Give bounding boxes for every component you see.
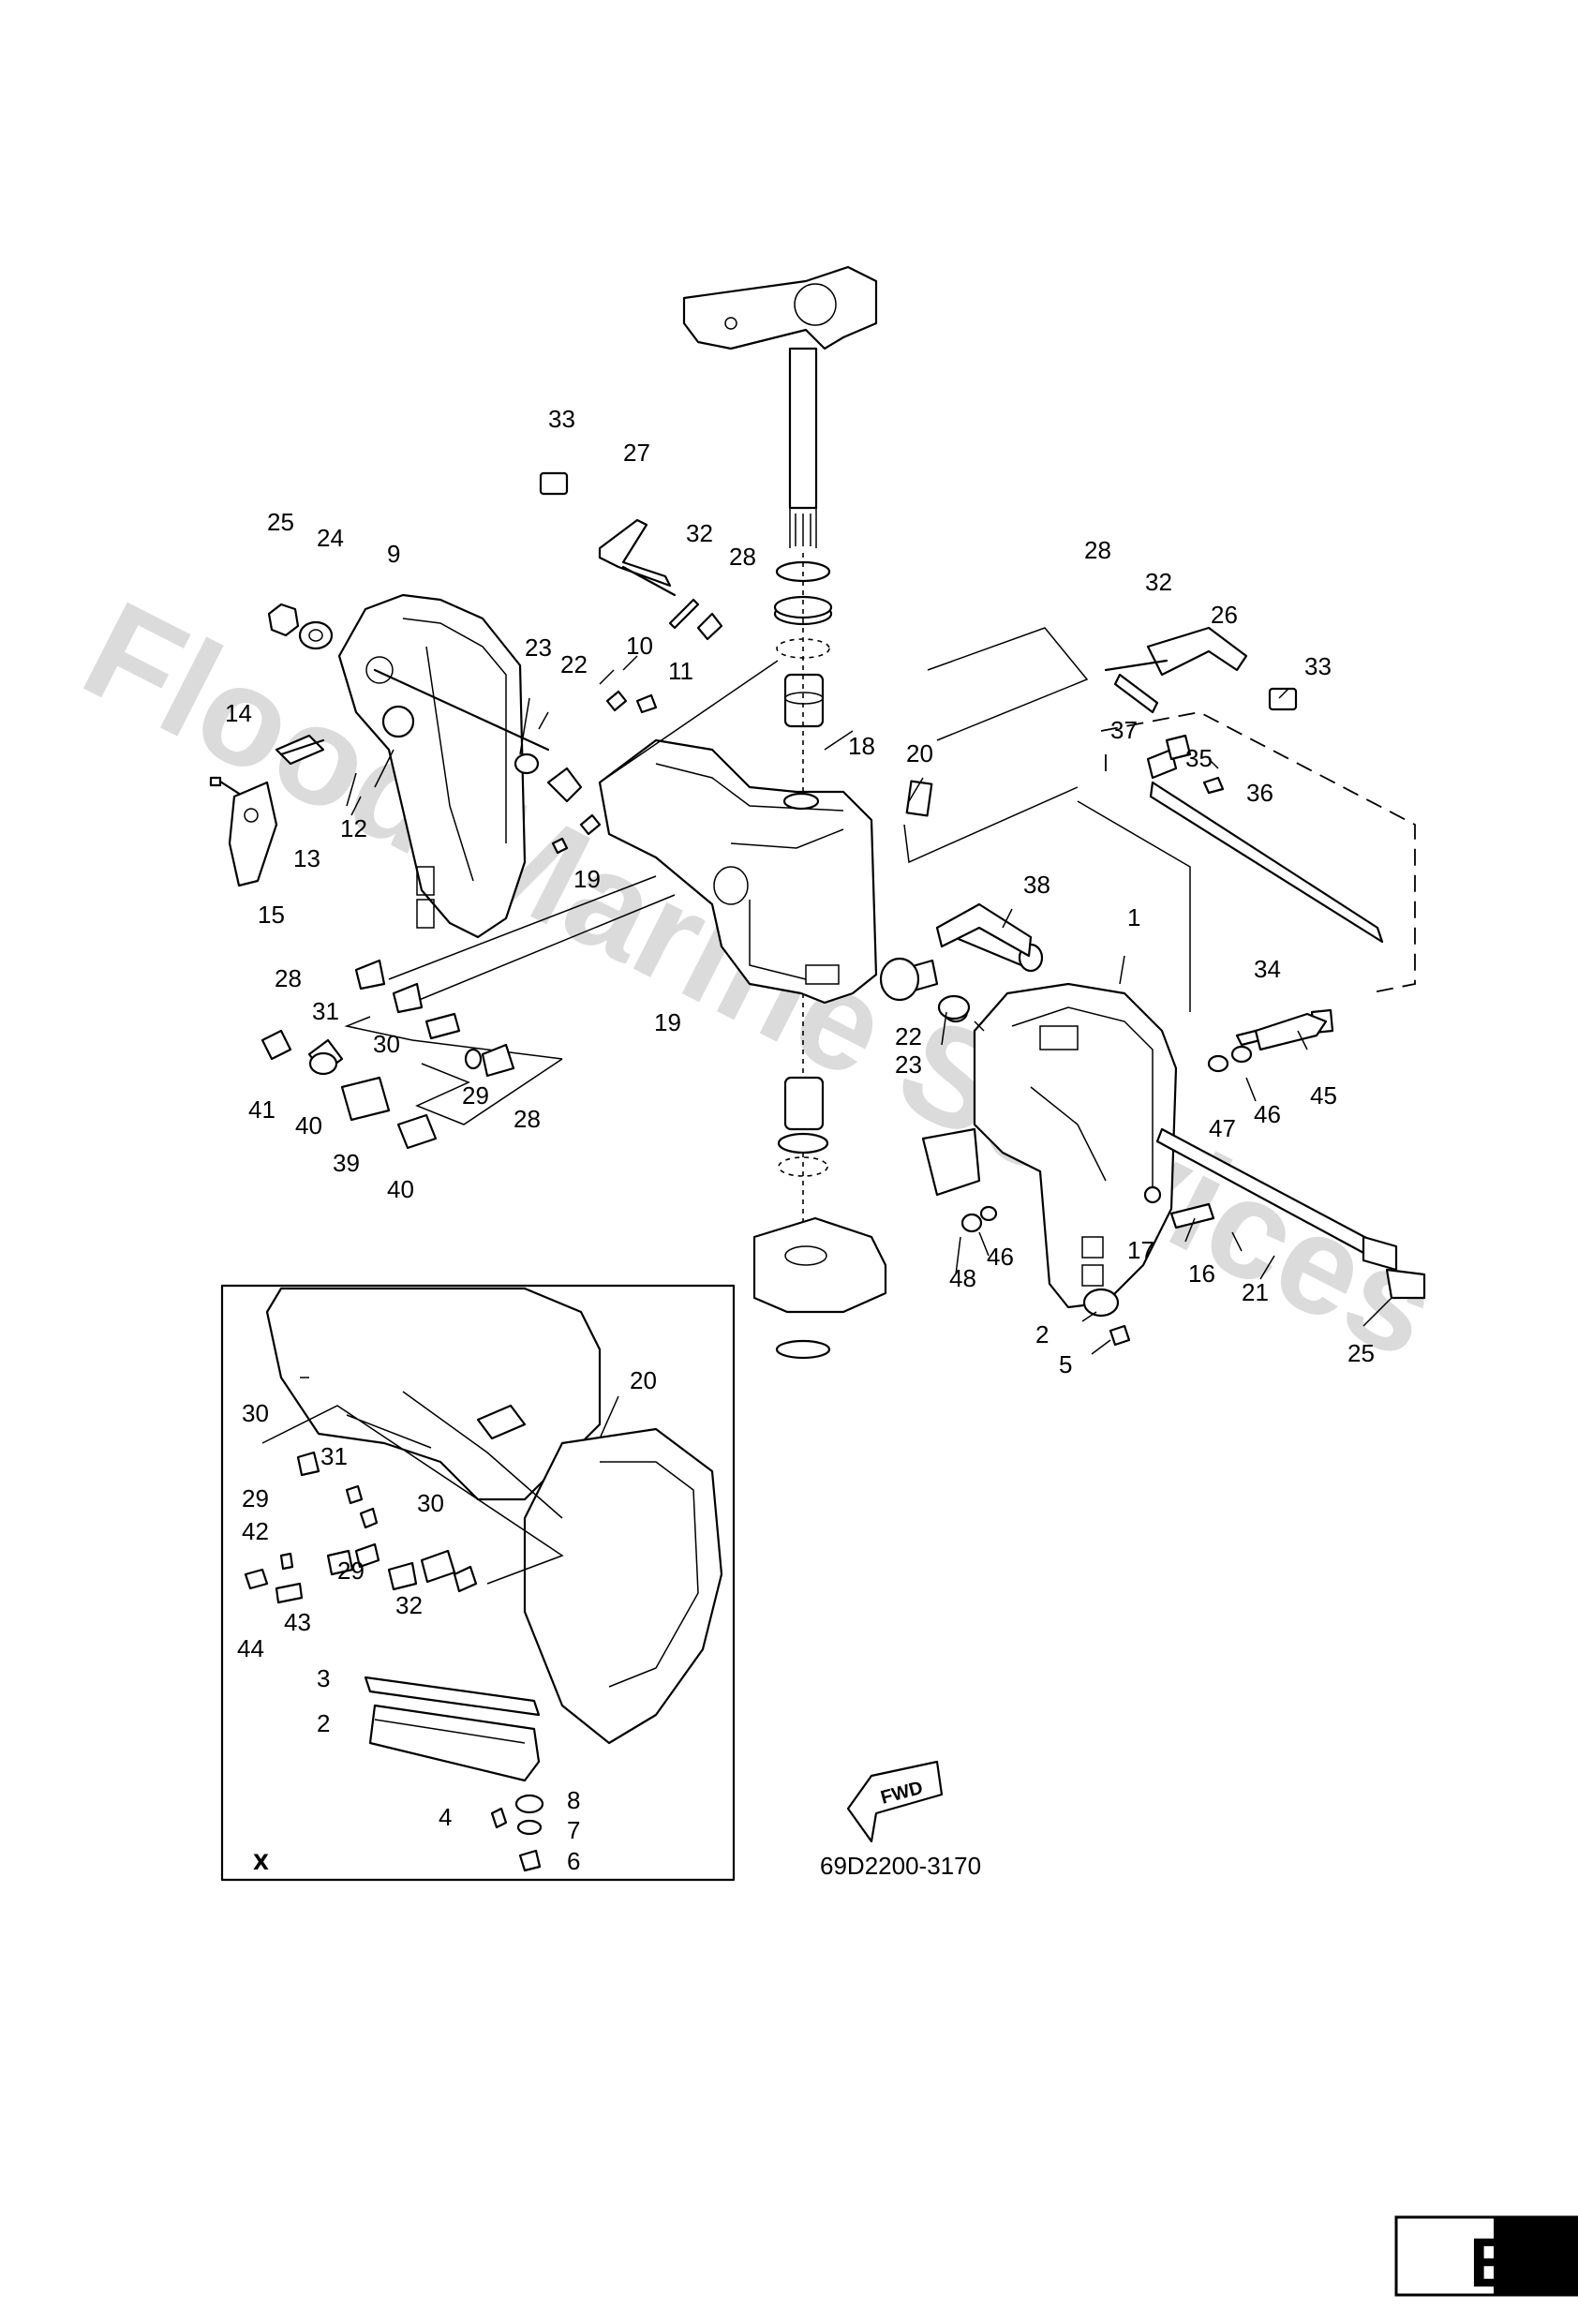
small-hardware bbox=[209, 471, 1328, 1347]
part-label: 29 bbox=[337, 1557, 365, 1585]
frame-line-5 bbox=[415, 1058, 563, 1125]
part-label: 8 bbox=[567, 1786, 580, 1814]
clamp-bracket-right-part bbox=[921, 982, 1178, 1309]
frame-line-3 bbox=[1077, 800, 1191, 1012]
part-label: 32 bbox=[395, 1591, 423, 1619]
part-label: 44 bbox=[237, 1634, 264, 1662]
swivel-bracket-part bbox=[598, 738, 878, 1005]
part-label: 45 bbox=[1310, 1081, 1337, 1110]
part-label: 29 bbox=[462, 1081, 489, 1110]
part-label: 17 bbox=[1127, 1236, 1154, 1264]
part-label: 40 bbox=[295, 1111, 322, 1140]
part-label: 32 bbox=[1145, 568, 1172, 596]
part-label: 38 bbox=[1023, 871, 1050, 899]
page-tab: E3 bbox=[1394, 2215, 1578, 2302]
part-label: 11 bbox=[668, 657, 693, 685]
part-label: 4 bbox=[439, 1803, 452, 1831]
part-label: 41 bbox=[248, 1095, 275, 1124]
frame-line-4 bbox=[344, 875, 676, 1060]
fwd-arrow: FWD bbox=[846, 1760, 944, 1843]
part-label: 28 bbox=[275, 964, 302, 992]
part-label: 33 bbox=[1304, 652, 1332, 680]
part-label: 19 bbox=[573, 865, 601, 893]
part-label: 24 bbox=[317, 524, 344, 552]
part-label: 27 bbox=[623, 439, 650, 467]
part-label: 31 bbox=[320, 1442, 348, 1470]
part-label: 28 bbox=[729, 543, 756, 571]
part-label: 39 bbox=[333, 1149, 360, 1177]
part-label: 28 bbox=[514, 1105, 541, 1133]
detail-view-label: X bbox=[253, 1852, 269, 1875]
part-label: 22 bbox=[560, 650, 588, 678]
part-label: 14 bbox=[225, 699, 252, 727]
part-label: 12 bbox=[340, 814, 367, 842]
page-tab-text: E3 bbox=[1469, 2224, 1555, 2302]
part-label: 19 bbox=[654, 1008, 681, 1036]
part-label: 3 bbox=[317, 1664, 330, 1692]
part-labels: 33 27 32 28 25 24 9 23 22 10 11 14 13 12… bbox=[225, 405, 1375, 1875]
part-label: 28 bbox=[1084, 536, 1111, 564]
part-label: 15 bbox=[258, 901, 285, 929]
part-label: 1 bbox=[1127, 903, 1140, 931]
part-label: 37 bbox=[1110, 716, 1138, 744]
part-label: 6 bbox=[567, 1847, 580, 1875]
lower-bracket-part bbox=[752, 1076, 887, 1360]
part-label: 30 bbox=[373, 1030, 400, 1058]
part-label: 23 bbox=[895, 1050, 922, 1079]
part-label: 46 bbox=[987, 1243, 1014, 1271]
part-label: 2 bbox=[1035, 1320, 1049, 1348]
part-label: 20 bbox=[630, 1366, 657, 1394]
part-label: 30 bbox=[242, 1399, 269, 1427]
part-label: 20 bbox=[906, 739, 933, 767]
part-label: 46 bbox=[1254, 1100, 1281, 1128]
detail-inset-x bbox=[220, 1284, 736, 1882]
part-label: 43 bbox=[284, 1608, 311, 1636]
part-label: 33 bbox=[548, 405, 575, 433]
part-label: 5 bbox=[1059, 1350, 1072, 1378]
part-label: 9 bbox=[387, 540, 400, 568]
part-label: 29 bbox=[242, 1484, 269, 1512]
part-label: 42 bbox=[242, 1517, 269, 1545]
frame-line-1 bbox=[599, 660, 1079, 864]
part-label: 40 bbox=[387, 1175, 414, 1203]
part-label: 31 bbox=[312, 997, 339, 1025]
part-label: 18 bbox=[848, 732, 875, 760]
part-label: 25 bbox=[1347, 1339, 1375, 1367]
clamp-bracket-left-part bbox=[337, 593, 527, 939]
part-label: 16 bbox=[1188, 1259, 1215, 1288]
frame-line-2 bbox=[927, 627, 1089, 741]
part-label: 32 bbox=[686, 519, 713, 547]
part-label: 22 bbox=[895, 1022, 922, 1050]
part-label: 7 bbox=[567, 1816, 580, 1844]
part-label: 25 bbox=[267, 508, 294, 536]
part-label: 13 bbox=[293, 844, 320, 872]
part-label: 35 bbox=[1185, 744, 1213, 772]
part-label: 23 bbox=[525, 633, 552, 662]
leader-lines bbox=[346, 655, 1392, 1355]
steering-shaft-part bbox=[682, 265, 878, 548]
part-label: 48 bbox=[949, 1264, 976, 1292]
part-label: 36 bbox=[1246, 779, 1273, 807]
part-label: 21 bbox=[1242, 1278, 1269, 1306]
part-label: 47 bbox=[1209, 1114, 1236, 1142]
part-label: 2 bbox=[317, 1709, 330, 1737]
diagram-code: 69D2200-3170 bbox=[820, 1852, 981, 1880]
tilt-rods bbox=[598, 518, 1416, 994]
part-label: 34 bbox=[1254, 955, 1281, 983]
shaft-washers bbox=[773, 560, 833, 728]
part-label: 26 bbox=[1211, 601, 1238, 629]
part-label: 10 bbox=[626, 632, 653, 660]
part-label: 30 bbox=[417, 1489, 444, 1517]
